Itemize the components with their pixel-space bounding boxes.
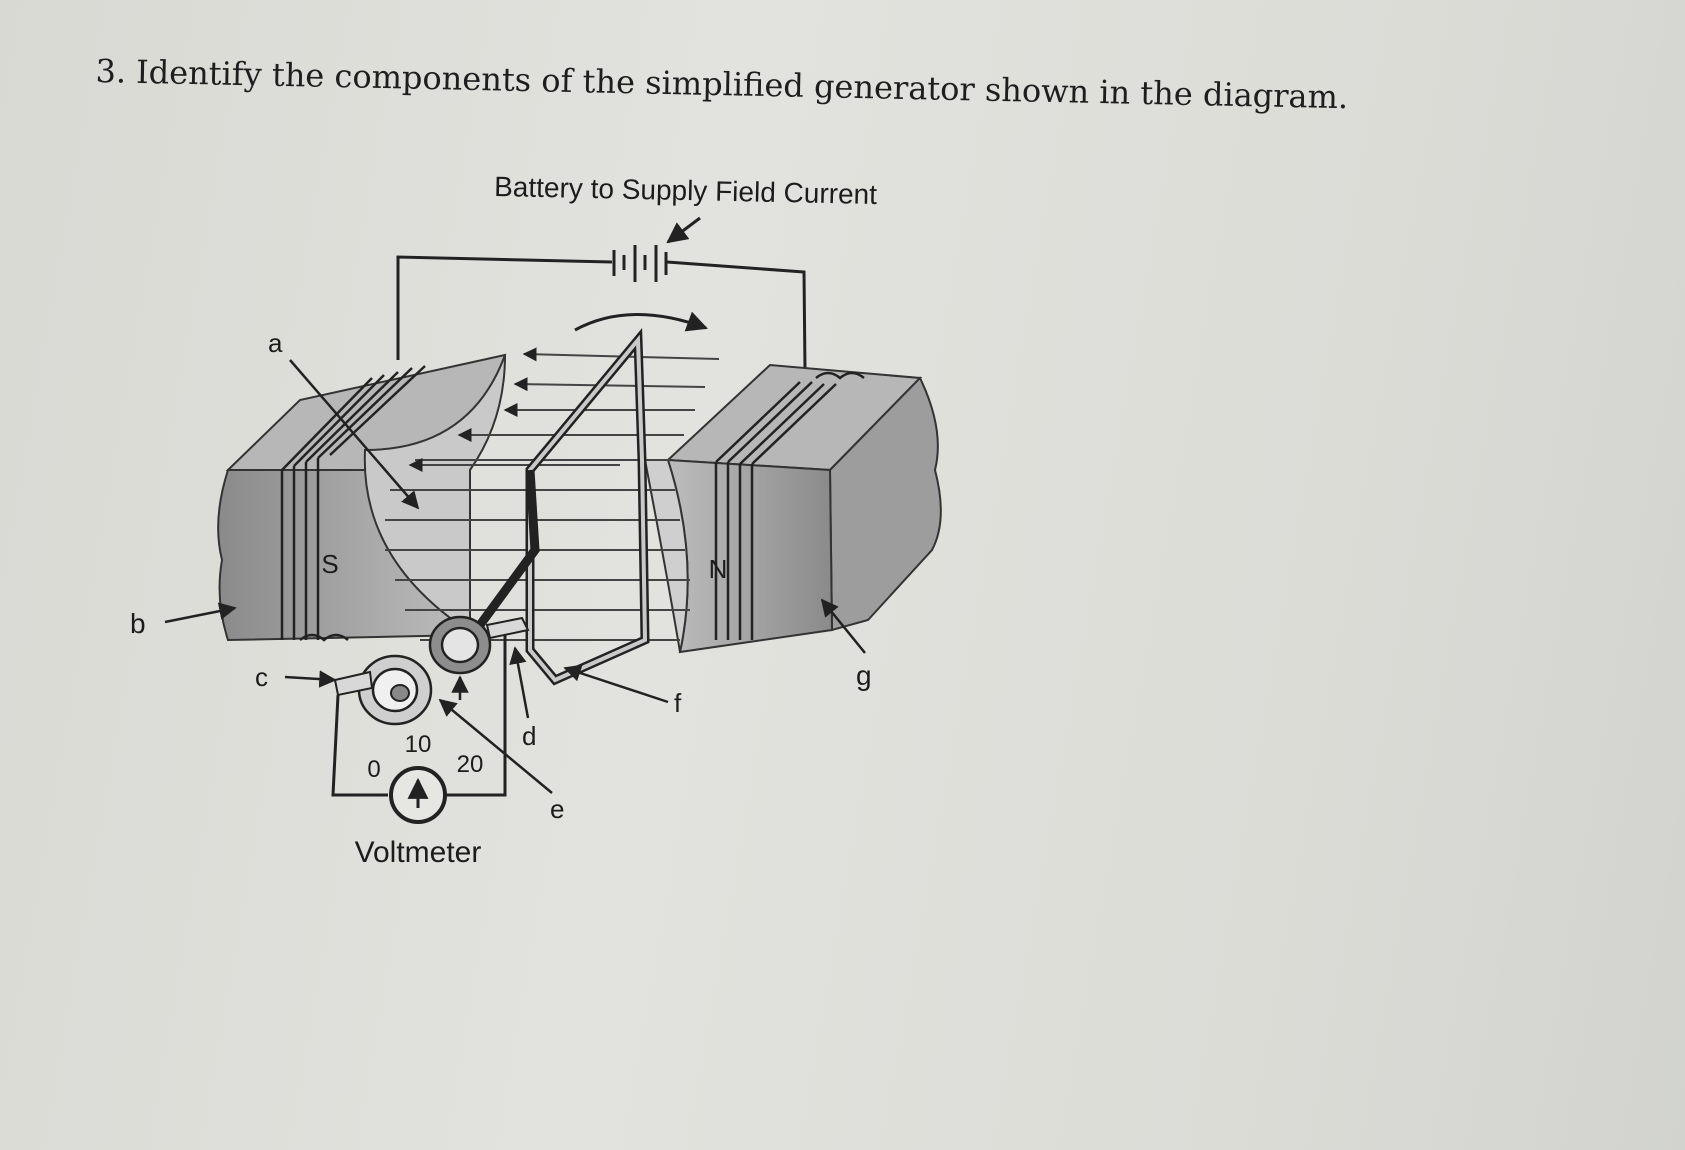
label-a: a [268, 328, 283, 358]
label-f-arrow [563, 664, 669, 704]
battery-caption: Battery to Supply Field Current [494, 171, 878, 210]
label-g-arrow [820, 598, 866, 654]
label-c: c [255, 662, 268, 692]
north-pole-letter: N [709, 554, 728, 584]
voltmeter-caption: Voltmeter [355, 836, 482, 869]
voltmeter-circuit [331, 635, 507, 797]
field-circuit [396, 216, 807, 371]
label-g: g [856, 660, 872, 691]
north-pole-magnet: N [643, 363, 942, 654]
armature-coil [476, 328, 650, 686]
label-d: d [522, 721, 536, 751]
voltmeter: 0 10 20 Voltmeter [355, 731, 484, 869]
rotation-arrow [574, 311, 708, 332]
component-labels: a b c d e f g [130, 328, 872, 824]
south-pole-letter: S [321, 549, 338, 579]
label-d-arrow [509, 646, 530, 719]
label-c-arrow [284, 670, 337, 688]
label-b: b [130, 608, 146, 639]
label-a-arrow [289, 359, 420, 510]
south-pole-magnet: S [217, 353, 507, 642]
label-e: e [550, 794, 564, 824]
battery-pointer-arrow [666, 216, 701, 244]
label-b-arrow [164, 602, 237, 624]
meter-tick-0: 0 [367, 756, 380, 783]
battery-symbol [612, 245, 668, 282]
label-e-arrow [438, 698, 553, 794]
meter-tick-20: 20 [457, 751, 484, 778]
brushes [333, 616, 530, 697]
meter-tick-10: 10 [405, 731, 432, 758]
label-f: f [674, 688, 682, 718]
